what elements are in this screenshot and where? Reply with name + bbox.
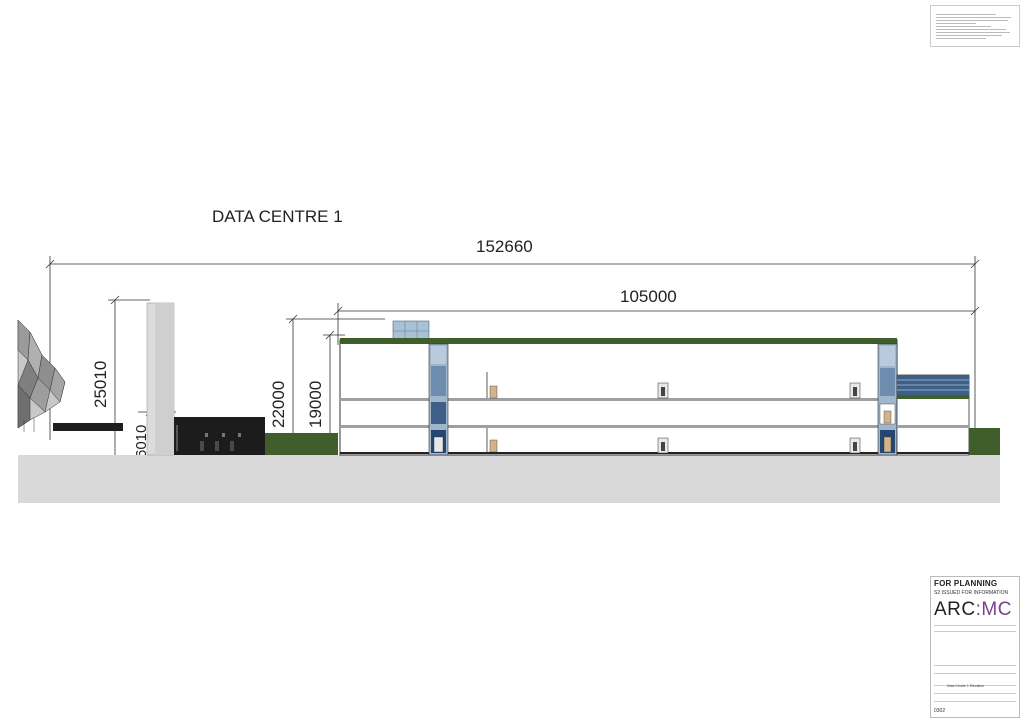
low-block-height-label: 6010 bbox=[133, 425, 150, 458]
stair-core-right bbox=[877, 343, 898, 456]
drawing-title: DATA CENTRE 1 bbox=[212, 207, 343, 226]
sheet-title: Data Centre 1 Elevation bbox=[947, 684, 985, 688]
drawing-status: FOR PLANNING bbox=[934, 579, 998, 588]
tower-height-label: 25010 bbox=[91, 361, 110, 408]
door-c-upper bbox=[849, 382, 861, 399]
parapet-height-label: 22000 bbox=[269, 381, 288, 428]
low-dark-block bbox=[174, 417, 265, 455]
right-annex bbox=[896, 374, 970, 456]
floor-line-lower bbox=[340, 425, 897, 428]
logo-separator: : bbox=[975, 599, 982, 620]
door-a-lower bbox=[486, 428, 498, 453]
overall-dimension-label: 152660 bbox=[476, 237, 533, 256]
roof-height-label: 19000 bbox=[306, 381, 325, 428]
logo-left: ARC bbox=[934, 599, 976, 620]
hedge-left bbox=[265, 433, 338, 455]
building-dimension-label: 105000 bbox=[620, 287, 677, 306]
title-block: FOR PLANNING S2 ISSUED FOR INFORMATION A… bbox=[930, 576, 1020, 718]
door-b-upper bbox=[657, 382, 669, 399]
notes-panel bbox=[930, 5, 1020, 47]
revision-note: S2 ISSUED FOR INFORMATION bbox=[934, 590, 1009, 596]
door-a-upper bbox=[486, 372, 498, 399]
roof-parapet bbox=[340, 338, 897, 344]
stair-core-left bbox=[428, 343, 449, 456]
logo-right: MC bbox=[981, 599, 1012, 620]
tower-shade bbox=[155, 303, 174, 455]
door-b-lower bbox=[657, 437, 669, 454]
ground-plane bbox=[18, 455, 1000, 503]
main-building bbox=[339, 339, 898, 456]
door-c-lower bbox=[849, 437, 861, 454]
parapet-height-dimension bbox=[286, 314, 385, 455]
drawing-number: 0302 bbox=[934, 708, 946, 714]
company-logo: ARC:MC bbox=[934, 599, 1012, 621]
floor-line-upper bbox=[340, 398, 897, 401]
overall-dimension bbox=[45, 256, 980, 440]
low-slab bbox=[53, 423, 123, 431]
hedge-right bbox=[969, 428, 1000, 455]
adjacent-building-left bbox=[17, 319, 66, 432]
building-dimension bbox=[333, 303, 980, 345]
